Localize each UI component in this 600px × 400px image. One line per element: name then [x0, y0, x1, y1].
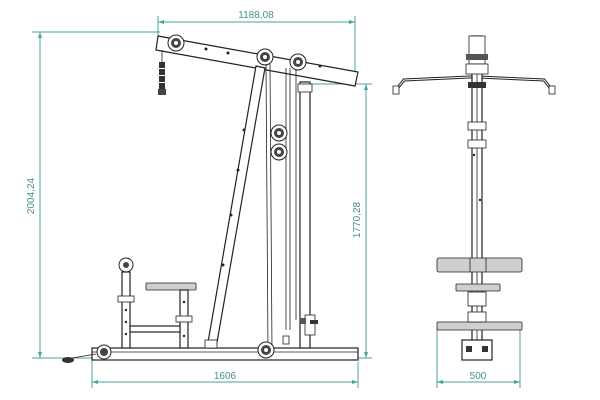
top-pad — [436, 257, 523, 273]
low-pull-handle — [62, 353, 97, 363]
pulley-top-right — [289, 53, 307, 71]
front-top-head — [465, 35, 489, 88]
dimension-side-width: 500 — [436, 330, 521, 388]
weight-carriage — [282, 314, 318, 345]
dimension-column-height: 1770,28 — [308, 83, 372, 359]
dimension-base-length: 1606 — [91, 360, 359, 388]
diagonal-leg — [206, 65, 266, 349]
front-base — [461, 339, 493, 361]
pulley-bottom — [257, 341, 275, 359]
pulley-base-front — [96, 344, 112, 360]
foot-pad — [436, 321, 523, 331]
main-column — [299, 81, 311, 349]
front-view — [392, 35, 556, 361]
pulley-top-left — [167, 34, 185, 52]
dimension-label-base-length: 1606 — [214, 371, 237, 382]
side-view — [62, 34, 359, 363]
dimension-label-total-height: 2004,24 — [26, 177, 37, 214]
clamp-lower — [467, 139, 487, 149]
dimension-label-top-width: 1188,08 — [238, 10, 274, 21]
dimension-label-side-width: 500 — [470, 371, 487, 382]
cross-bar — [129, 325, 181, 333]
dimension-total-height: 2004,24 — [26, 31, 160, 359]
pulley-middle-upper — [270, 124, 288, 142]
leg-hold-post — [117, 257, 135, 349]
seat — [145, 282, 197, 349]
pulley-top-middle — [256, 48, 274, 66]
seat-front — [455, 283, 501, 292]
lat-chain — [158, 50, 166, 95]
pulley-middle-lower — [270, 143, 288, 161]
clamp-upper — [467, 121, 487, 131]
dimension-label-column-height: 1770,28 — [352, 201, 363, 238]
cable-lines — [265, 63, 297, 351]
base-rail — [91, 347, 359, 361]
